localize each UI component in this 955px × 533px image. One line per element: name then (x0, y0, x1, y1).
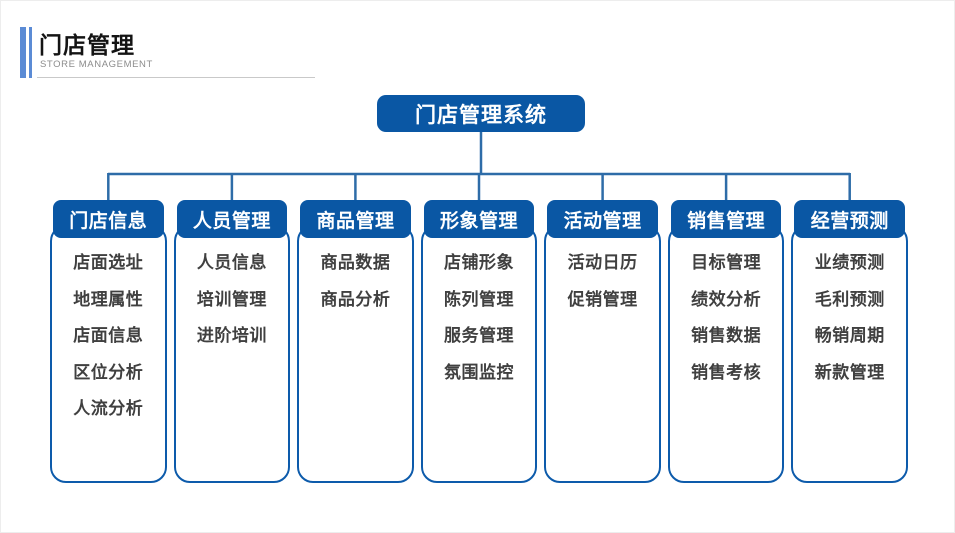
diagram-column: 经营预测 业绩预测毛利预测畅销周期新款管理 (791, 200, 909, 483)
column-card (420, 225, 538, 483)
column-items: 店铺形象陈列管理服务管理氛围监控 (421, 238, 538, 391)
column-card (50, 225, 167, 483)
column-item: 销售数据 (691, 326, 762, 345)
column-item: 地理属性 (73, 289, 144, 309)
column-item: 氛围监控 (444, 362, 515, 382)
title-accent-bar-thin (29, 27, 32, 78)
column-item: 目标管理 (691, 253, 762, 272)
column-card (791, 225, 909, 483)
column-card (297, 225, 414, 483)
diagram-column: 形象管理 店铺形象陈列管理服务管理氛围监控 (420, 200, 538, 483)
column-items: 人员信息培训管理进阶培训 (174, 238, 291, 355)
column-item: 毛利预测 (814, 289, 885, 309)
column-item: 陈列管理 (444, 289, 515, 309)
column-item: 店面选址 (73, 253, 144, 272)
column-items: 目标管理绩效分析销售数据销售考核 (668, 238, 785, 391)
column-header: 经营预测 (794, 200, 906, 238)
title-accent-bar (20, 27, 26, 78)
diagram-column: 活动管理 活动日历促销管理 (544, 200, 661, 483)
column-item: 活动日历 (567, 253, 638, 272)
column-items: 店面选址地理属性店面信息区位分析人流分析 (50, 238, 167, 428)
column-item: 人员信息 (196, 253, 267, 272)
column-item: 促销管理 (567, 289, 638, 309)
diagram-column: 门店信息 店面选址地理属性店面信息区位分析人流分析 (50, 200, 167, 483)
column-item: 服务管理 (444, 326, 515, 345)
column-item: 店铺形象 (444, 253, 515, 272)
column-header: 人员管理 (176, 200, 288, 238)
column-item: 绩效分析 (691, 289, 762, 309)
column-items: 业绩预测毛利预测畅销周期新款管理 (791, 238, 908, 391)
column-header: 活动管理 (547, 200, 658, 238)
column-header: 商品管理 (300, 200, 411, 238)
diagram-columns: 门店信息 店面选址地理属性店面信息区位分析人流分析 人员管理 人员信息培训管理进… (50, 200, 909, 483)
column-item: 商品数据 (320, 253, 391, 272)
column-card (667, 225, 785, 483)
column-item: 区位分析 (73, 362, 144, 382)
diagram-column: 人员管理 人员信息培训管理进阶培训 (173, 200, 291, 483)
column-item: 人流分析 (73, 399, 144, 418)
column-header: 形象管理 (423, 200, 535, 238)
column-card (544, 225, 661, 483)
column-card (173, 225, 291, 483)
column-items: 活动日历促销管理 (544, 238, 661, 318)
page-title: 门店管理 (39, 32, 135, 58)
column-items: 商品数据商品分析 (297, 238, 414, 318)
title-underline (37, 77, 315, 78)
column-item: 新款管理 (814, 362, 885, 382)
diagram-column: 销售管理 目标管理绩效分析销售数据销售考核 (667, 200, 785, 483)
root-node: 门店管理系统 (377, 95, 585, 132)
column-item: 畅销周期 (814, 326, 885, 345)
column-item: 销售考核 (691, 362, 762, 382)
column-item: 进阶培训 (196, 326, 267, 345)
column-item: 商品分析 (320, 289, 391, 309)
column-header: 销售管理 (670, 200, 782, 238)
diagram-column: 商品管理 商品数据商品分析 (297, 200, 414, 483)
page-subtitle: STORE MANAGEMENT (40, 59, 153, 70)
column-header: 门店信息 (53, 200, 164, 238)
column-item: 培训管理 (196, 289, 267, 309)
column-item: 店面信息 (73, 326, 144, 345)
column-item: 业绩预测 (814, 253, 885, 272)
